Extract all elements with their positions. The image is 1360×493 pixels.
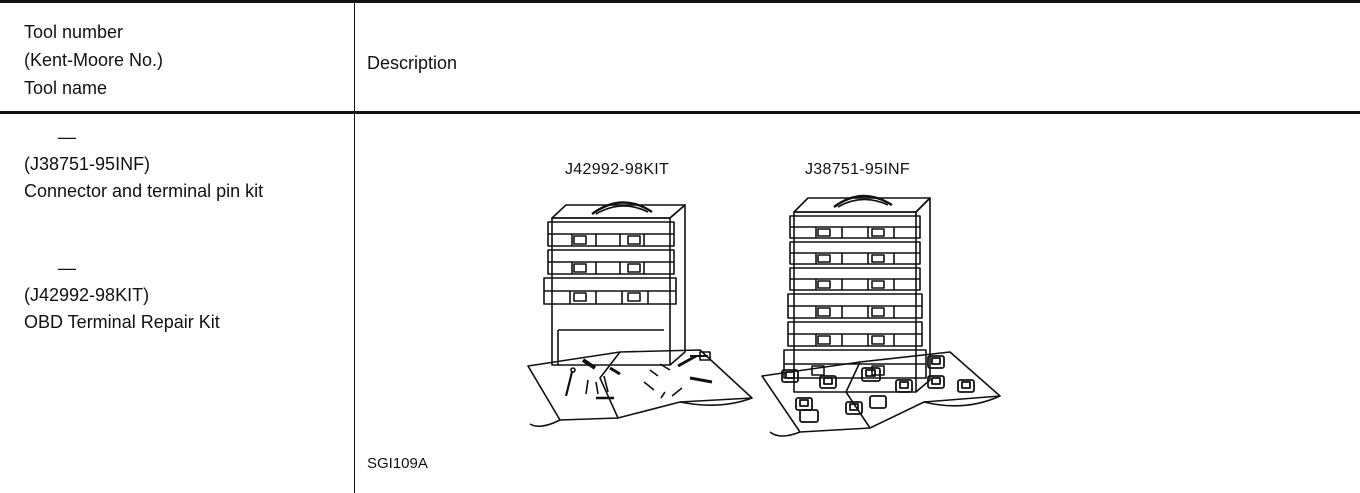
kent-moore-1: (J38751-95INF)	[24, 154, 151, 174]
right-kit-tray	[761, 351, 1001, 437]
tool-name-2: OBD Terminal Repair Kit	[24, 312, 220, 332]
figure-label-right: J38751-95INF	[805, 161, 910, 178]
tool-number-1: —	[58, 127, 76, 147]
header-description: Description	[367, 53, 458, 73]
header-tool-name: Tool name	[24, 78, 108, 98]
tool-name-1: Connector and terminal pin kit	[24, 181, 264, 201]
kent-moore-2: (J42992-98KIT)	[24, 285, 150, 305]
header-separator	[0, 111, 1360, 114]
figure-label-left: J42992-98KIT	[565, 161, 670, 178]
header-kent-moore: (Kent-Moore No.)	[24, 50, 164, 70]
header-tool-column: Tool number (Kent-Moore No.) Tool name	[24, 18, 163, 102]
right-kit-cabinet	[783, 194, 931, 393]
header-tool-number: Tool number	[24, 22, 124, 42]
left-kit-tray	[527, 349, 753, 428]
left-kit-cabinet	[543, 201, 686, 366]
tool-number-2: —	[58, 258, 76, 278]
table-top-border	[0, 0, 1360, 3]
column-divider	[354, 3, 355, 493]
figure-code: SGI109A	[367, 455, 428, 472]
tool-list: — (J38751-95INF) Connector and terminal …	[24, 124, 263, 336]
